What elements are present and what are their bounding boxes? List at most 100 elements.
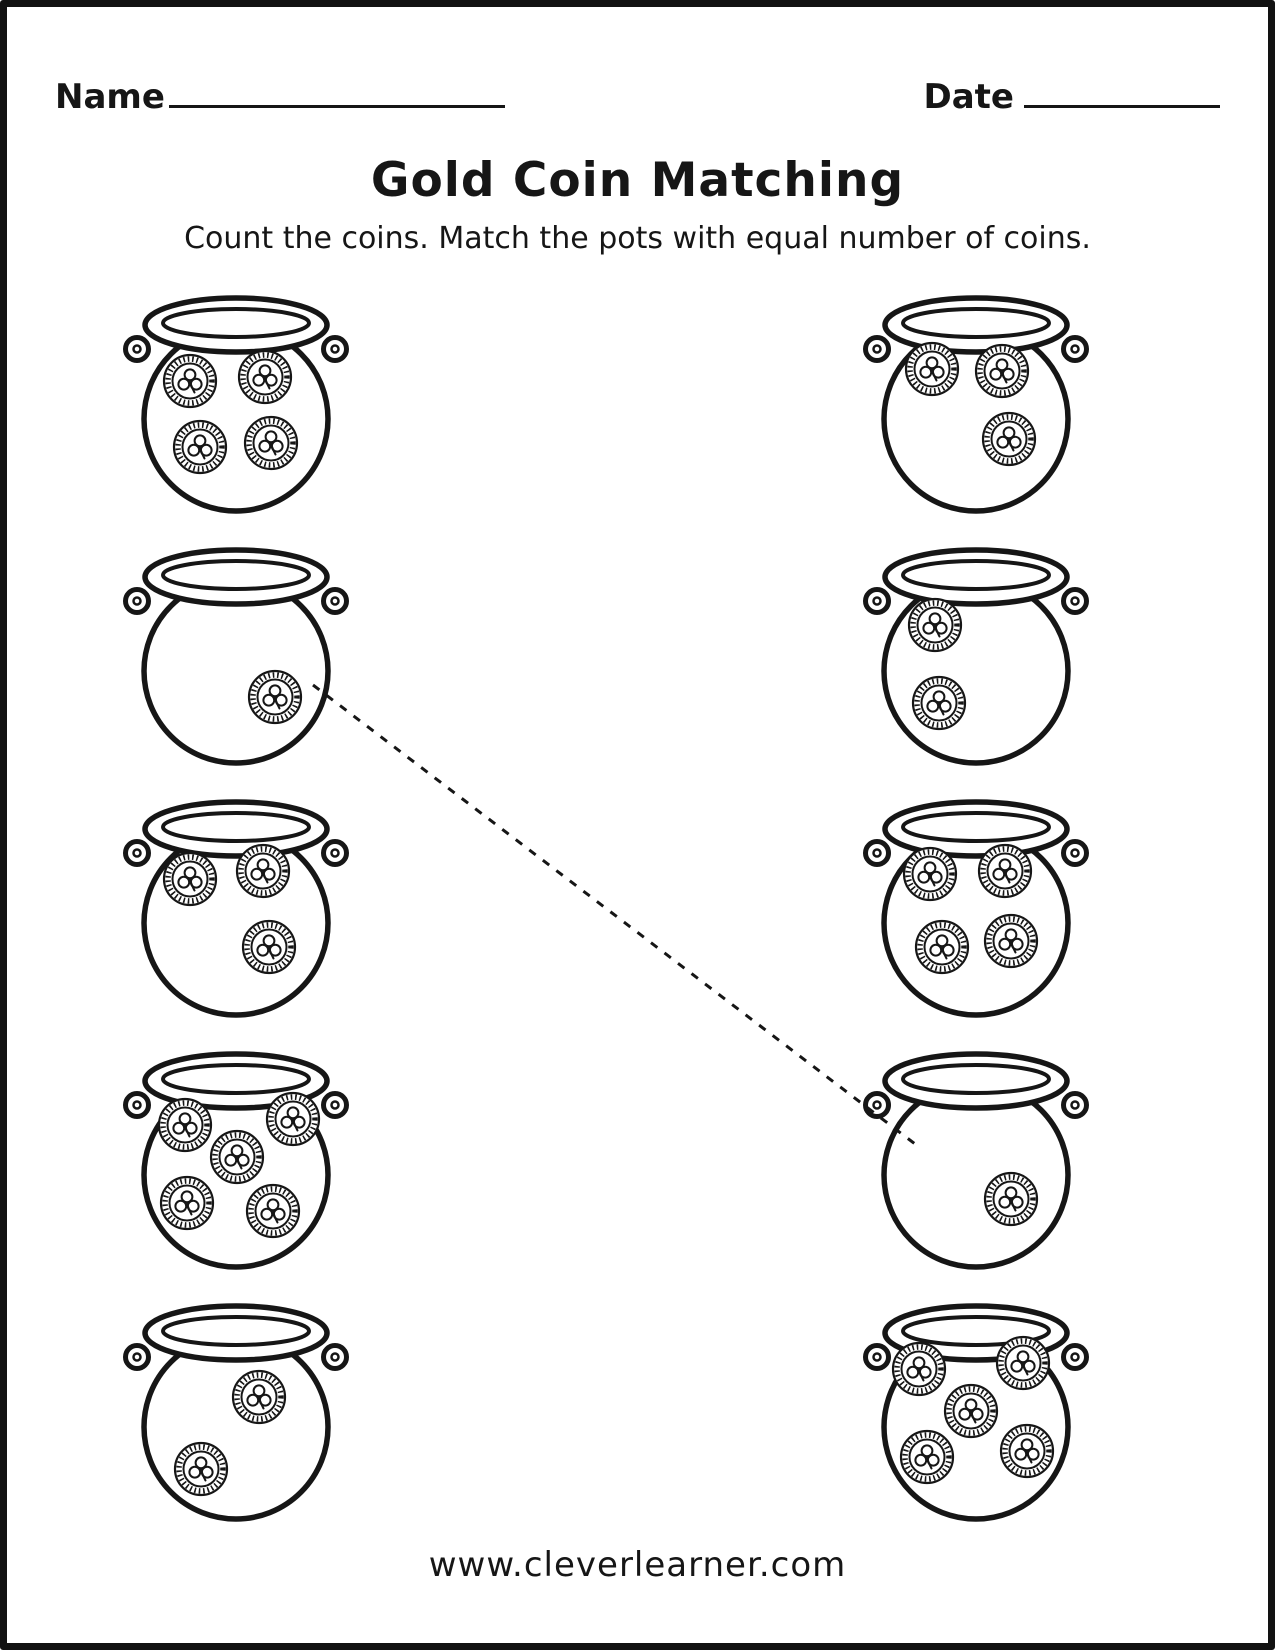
pot-handle-right-icon bbox=[1061, 587, 1089, 615]
gold-coin bbox=[247, 669, 303, 725]
pot-handle-left-icon bbox=[123, 587, 151, 615]
pot-handle-right-icon bbox=[1061, 335, 1089, 363]
pot-handle-right-icon bbox=[321, 1343, 349, 1371]
gold-coin bbox=[162, 851, 218, 907]
pot-handle-left-icon bbox=[863, 1343, 891, 1371]
pot-rim bbox=[882, 547, 1070, 607]
pot-rim bbox=[882, 799, 1070, 859]
right-pot-5[interactable] bbox=[863, 1293, 1089, 1525]
left-pot-1[interactable] bbox=[123, 285, 349, 517]
left-pot-3[interactable] bbox=[123, 789, 349, 1021]
gold-coin bbox=[974, 343, 1030, 399]
gold-coin bbox=[245, 1183, 301, 1239]
shamrock-icon bbox=[998, 1186, 1024, 1212]
shamrock-icon bbox=[177, 368, 203, 394]
shamrock-icon bbox=[187, 434, 213, 460]
pot-of-gold bbox=[123, 1303, 349, 1522]
pot-of-gold bbox=[123, 1051, 349, 1270]
gold-coin bbox=[235, 843, 291, 899]
date-write-line bbox=[1024, 101, 1220, 108]
gold-coin bbox=[237, 349, 293, 405]
gold-coin bbox=[904, 341, 960, 397]
pot-handle-right-icon bbox=[321, 587, 349, 615]
shamrock-icon bbox=[1014, 1438, 1040, 1464]
pot-handle-right-icon bbox=[321, 839, 349, 867]
gold-coin bbox=[241, 919, 297, 975]
shamrock-icon bbox=[998, 928, 1024, 954]
pot-handle-left-icon bbox=[123, 1343, 151, 1371]
right-pot-4[interactable] bbox=[863, 1041, 1089, 1273]
pot-handle-left-icon bbox=[863, 1091, 891, 1119]
shamrock-icon bbox=[906, 1356, 932, 1382]
pot-handle-left-icon bbox=[863, 839, 891, 867]
pot-of-gold bbox=[863, 547, 1089, 766]
shamrock-icon bbox=[1010, 1350, 1036, 1376]
shamrock-icon bbox=[177, 866, 203, 892]
gold-coin bbox=[243, 415, 299, 471]
gold-coin bbox=[943, 1383, 999, 1439]
shamrock-icon bbox=[262, 684, 288, 710]
shamrock-icon bbox=[917, 861, 943, 887]
shamrock-icon bbox=[914, 1444, 940, 1470]
right-pot-3[interactable] bbox=[863, 789, 1089, 1021]
pot-of-gold bbox=[123, 295, 349, 514]
shamrock-icon bbox=[250, 858, 276, 884]
name-write-line bbox=[168, 101, 505, 108]
gold-coin bbox=[995, 1335, 1051, 1391]
right-pot-1[interactable] bbox=[863, 285, 1089, 517]
date-block: Date bbox=[924, 77, 1220, 117]
shamrock-icon bbox=[926, 690, 952, 716]
pot-handle-right-icon bbox=[321, 335, 349, 363]
pot-handle-right-icon bbox=[1061, 1091, 1089, 1119]
gold-coin bbox=[999, 1423, 1055, 1479]
header: Name Date bbox=[55, 77, 1220, 117]
gold-coin bbox=[907, 597, 963, 653]
pot-rim bbox=[142, 547, 330, 607]
shamrock-icon bbox=[958, 1398, 984, 1424]
shamrock-icon bbox=[996, 426, 1022, 452]
shamrock-icon bbox=[188, 1456, 214, 1482]
gold-coin bbox=[162, 353, 218, 409]
pots-area bbox=[7, 7, 1268, 1643]
shamrock-icon bbox=[989, 358, 1015, 384]
pot-handle-left-icon bbox=[123, 1091, 151, 1119]
pot-handle-right-icon bbox=[1061, 839, 1089, 867]
gold-coin bbox=[157, 1097, 213, 1153]
shamrock-icon bbox=[174, 1190, 200, 1216]
pot-of-gold bbox=[863, 799, 1089, 1018]
pot-rim bbox=[142, 799, 330, 859]
left-pot-4[interactable] bbox=[123, 1041, 349, 1273]
pot-handle-right-icon bbox=[321, 1091, 349, 1119]
shamrock-icon bbox=[258, 430, 284, 456]
gold-coin bbox=[173, 1441, 229, 1497]
right-pot-2[interactable] bbox=[863, 537, 1089, 769]
page-subtitle: Count the coins. Match the pots with equ… bbox=[184, 221, 1091, 256]
gold-coin bbox=[899, 1429, 955, 1485]
name-block: Name bbox=[55, 77, 505, 117]
pot-of-gold bbox=[863, 295, 1089, 514]
gold-coin bbox=[911, 675, 967, 731]
pot-rim bbox=[142, 1303, 330, 1363]
gold-coin bbox=[902, 846, 958, 902]
gold-coin bbox=[891, 1341, 947, 1397]
pot-handle-left-icon bbox=[123, 839, 151, 867]
pot-handle-left-icon bbox=[123, 335, 151, 363]
shamrock-icon bbox=[280, 1106, 306, 1132]
pot-handle-left-icon bbox=[863, 587, 891, 615]
gold-coin bbox=[977, 843, 1033, 899]
shamrock-icon bbox=[172, 1112, 198, 1138]
left-pot-2[interactable] bbox=[123, 537, 349, 769]
pot-of-gold bbox=[863, 1051, 1089, 1270]
shamrock-icon bbox=[929, 934, 955, 960]
pot-handle-right-icon bbox=[1061, 1343, 1089, 1371]
pot-rim bbox=[142, 295, 330, 355]
page-title: Gold Coin Matching bbox=[370, 153, 905, 208]
footer-url: www.cleverlearner.com bbox=[428, 1545, 847, 1585]
left-pot-5[interactable] bbox=[123, 1293, 349, 1525]
pot-rim bbox=[882, 295, 1070, 355]
date-label: Date bbox=[923, 77, 1014, 117]
shamrock-icon bbox=[922, 612, 948, 638]
gold-coin bbox=[914, 919, 970, 975]
shamrock-icon bbox=[252, 364, 278, 390]
